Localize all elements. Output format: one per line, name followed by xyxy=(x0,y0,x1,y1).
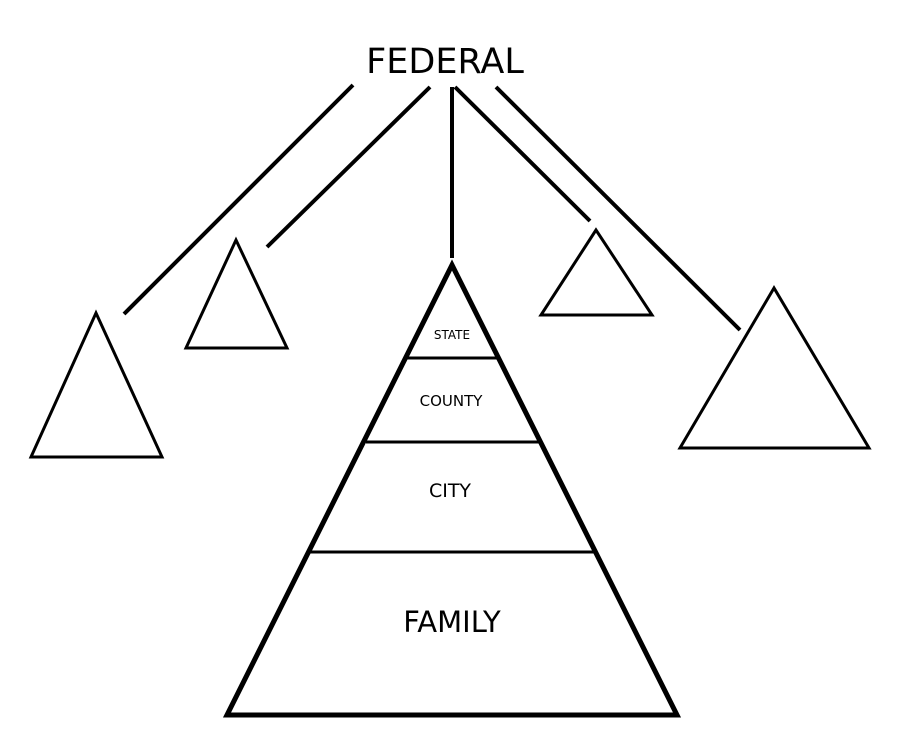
main-pyramid: STATE COUNTY CITY FAMILY xyxy=(222,259,682,718)
pyramid-outline xyxy=(222,259,682,718)
sibling-triangles xyxy=(28,227,872,459)
level-county-label: COUNTY xyxy=(420,392,484,410)
level-city-label: CITY xyxy=(429,480,471,502)
connector-line-far-right xyxy=(494,85,742,332)
triangle-far-left xyxy=(28,309,165,459)
level-family-label: FAMILY xyxy=(403,605,501,639)
connector-line-far-left xyxy=(122,83,355,316)
triangle-far-right xyxy=(677,285,872,450)
federal-label: FEDERAL xyxy=(366,42,524,82)
connector-line-left xyxy=(265,85,432,249)
triangle-right xyxy=(538,227,655,317)
connector-line-right xyxy=(453,85,592,223)
connector-lines xyxy=(122,83,742,332)
triangle-left xyxy=(183,236,290,350)
pyramid-dividers xyxy=(310,356,595,554)
level-state-label: STATE xyxy=(434,328,470,342)
